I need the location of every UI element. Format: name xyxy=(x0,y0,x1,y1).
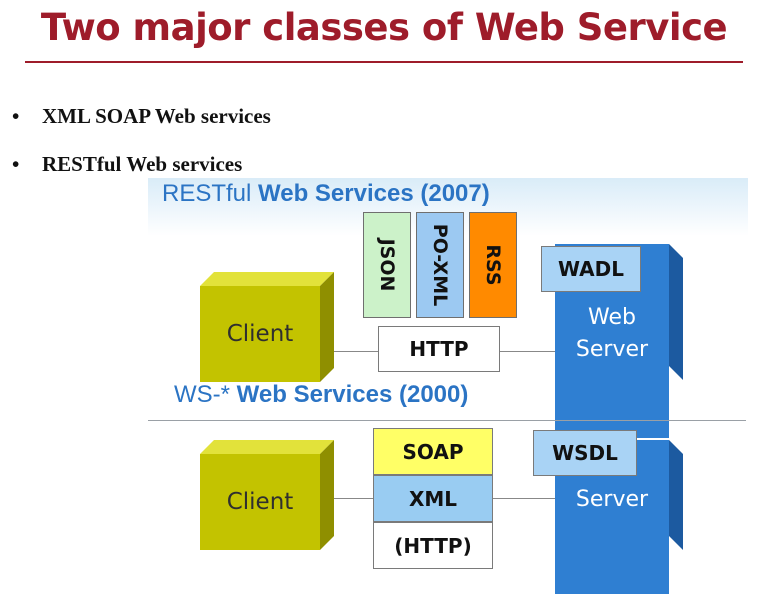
bullet-item-soap: • XML SOAP Web services xyxy=(12,104,412,129)
slide-title: Two major classes of Web Service xyxy=(40,6,728,49)
bullet-text: RESTful Web services xyxy=(42,152,243,176)
wsdl-box: WSDL xyxy=(533,430,637,476)
bullet-text: XML SOAP Web services xyxy=(42,104,271,128)
rest-server-label-line2: Server xyxy=(575,337,649,362)
ws-client-label: Client xyxy=(200,454,320,550)
section-divider xyxy=(148,420,746,421)
ws-section-heading: WS-* Web Services (2000) xyxy=(174,381,468,409)
ws-heading-light: WS-* xyxy=(174,381,237,408)
rest-heading-bold: Web Services (2007) xyxy=(258,180,490,207)
ws-client-box: Client xyxy=(200,440,334,550)
format-label-rss: RSS xyxy=(482,244,504,286)
wadl-box: WADL xyxy=(541,246,641,292)
format-label-po-xml: PO-XML xyxy=(429,223,451,307)
stack-soap-box: SOAP xyxy=(373,428,493,475)
ws-heading-bold: Web Services (2000) xyxy=(236,381,469,408)
rest-client-box: Client xyxy=(200,272,334,382)
stack-xml-box: XML xyxy=(373,475,493,522)
rest-server-label-line1: Web xyxy=(588,305,636,330)
bullet-marker: • xyxy=(12,152,20,176)
format-box-po-xml: PO-XML xyxy=(416,212,464,318)
format-label-json: JSON xyxy=(376,238,398,292)
rest-heading-light: RESTful xyxy=(162,180,259,207)
stack-http-box: (HTTP) xyxy=(373,522,493,569)
title-underline xyxy=(25,61,743,63)
rest-client-label: Client xyxy=(200,286,320,382)
format-box-rss: RSS xyxy=(469,212,517,318)
rest-http-box: HTTP xyxy=(378,326,500,372)
bullet-item-rest: • RESTful Web services xyxy=(12,152,412,177)
format-box-json: JSON xyxy=(363,212,411,318)
rest-section-heading: RESTful Web Services (2007) xyxy=(162,180,490,208)
web-services-diagram: RESTful Web Services (2007) Client JSON … xyxy=(148,178,748,594)
bullet-marker: • xyxy=(12,104,20,128)
